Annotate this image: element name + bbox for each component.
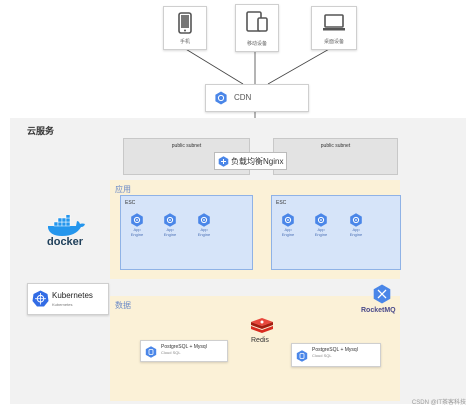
app-engine-icon (315, 213, 327, 227)
cloud-services-title: 云服务 (27, 126, 55, 136)
phone-icon (178, 12, 192, 34)
database-subtitle: Cloud SQL (161, 350, 181, 355)
redis-label: Redis (251, 337, 269, 344)
database-card-right: PostgreSQL + Mysql Cloud SQL (291, 343, 381, 367)
app-engine-icon (350, 213, 362, 227)
esc-group-right: ESC (271, 195, 401, 270)
cdn-icon (215, 91, 227, 105)
cdn-box: CDN (205, 84, 309, 112)
kubernetes-title: Kubernetes (52, 291, 93, 300)
kubernetes-icon (32, 290, 49, 307)
cdn-label: CDN (234, 93, 252, 102)
kubernetes-subtitle: Kubernetes (52, 302, 73, 307)
docker-whale-icon (48, 215, 85, 236)
app-engine-icon (131, 213, 143, 227)
load-balancer-nginx: 负载均衡Nginx (214, 152, 288, 170)
load-balancer-icon (218, 155, 229, 167)
watermark: CSDN @IT茶客科技 (411, 400, 466, 406)
esc-label: ESC (125, 200, 136, 206)
kubernetes-card: Kubernetes Kubernetes (27, 283, 109, 315)
database-card-left: PostgreSQL + Mysql Cloud SQL (140, 340, 228, 362)
laptop-icon (323, 14, 345, 31)
subnet-label: public subnet (320, 143, 351, 149)
device-label-phone: 手机 (179, 39, 190, 45)
app-engine-icon (164, 213, 176, 227)
esc-label: ESC (276, 200, 287, 206)
database-title: PostgreSQL + Mysql (161, 344, 207, 350)
data-zone-label: 数据 (115, 301, 131, 310)
device-card-tablet: 移动设备 (235, 4, 279, 52)
tablet-icon (246, 11, 268, 32)
public-subnet-right: public subnet (273, 138, 398, 175)
esc-group-left: ESC (120, 195, 253, 270)
cloud-sql-icon (296, 350, 308, 362)
app-engine-icon (198, 213, 210, 227)
device-card-laptop: 桌面设备 (311, 6, 357, 50)
load-balancer-label: 负载均衡Nginx (231, 156, 284, 166)
device-label-tablet: 移动设备 (246, 41, 267, 47)
redis-icon (251, 318, 273, 333)
rocketmq-label: RocketMQ (361, 307, 396, 314)
application-zone-label: 应用 (115, 185, 131, 194)
docker-label: docker (47, 236, 84, 248)
device-label-laptop: 桌面设备 (323, 39, 344, 45)
device-card-phone: 手机 (163, 6, 207, 50)
cloud-sql-icon (145, 346, 157, 358)
database-title: PostgreSQL + Mysql (312, 347, 358, 353)
app-engine-icon (282, 213, 294, 227)
subnet-label: public subnet (171, 143, 202, 149)
database-subtitle: Cloud SQL (312, 353, 332, 358)
rocketmq-icon (373, 284, 391, 304)
